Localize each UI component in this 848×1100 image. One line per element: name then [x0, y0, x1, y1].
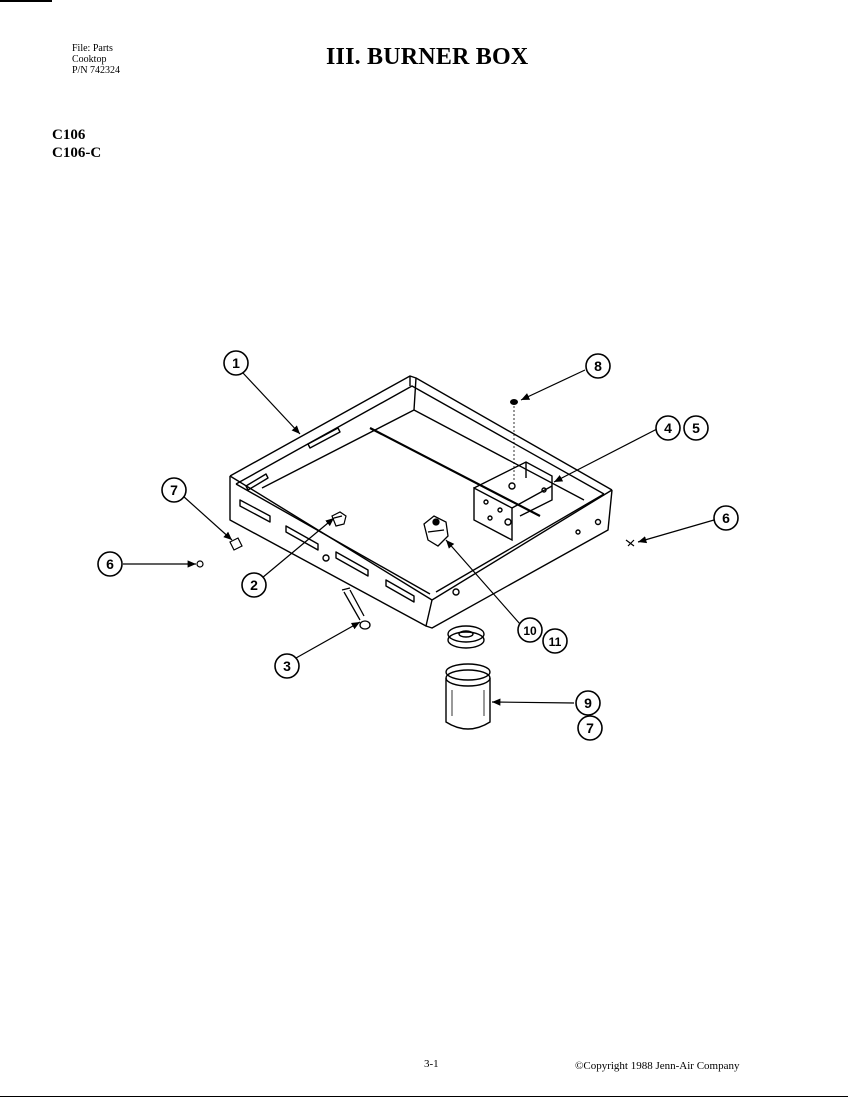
callout-4: 4 [655, 415, 681, 441]
callout-9: 9 [575, 690, 601, 716]
callout-6-right: 6 [713, 505, 739, 531]
screw-part-6-right [625, 539, 635, 547]
copyright-notice: ©Copyright 1988 Jenn-Air Company [575, 1060, 740, 1072]
file-info: File: Parts Cooktop P/N 742324 [72, 43, 120, 76]
product-line: Cooktop [72, 54, 107, 65]
svg-text:4: 4 [664, 420, 672, 436]
svg-text:7: 7 [586, 720, 594, 736]
part-number: P/N 742324 [72, 65, 121, 76]
leader-lines [123, 369, 715, 706]
callout-2: 2 [241, 572, 267, 598]
callout-11: 11 [542, 628, 568, 654]
corner-mark [0, 0, 52, 2]
clip-part-2 [331, 511, 347, 527]
svg-text:7: 7 [170, 482, 178, 498]
callout-5: 5 [683, 415, 709, 441]
model-c106-c: C106-C [52, 145, 102, 161]
burner-box-tray [229, 375, 613, 629]
svg-text:8: 8 [594, 358, 602, 374]
svg-text:9: 9 [584, 695, 592, 711]
svg-text:10: 10 [523, 624, 537, 638]
bolt-part-3 [341, 587, 371, 630]
callout-1: 1 [223, 350, 249, 376]
model-list: C106 C106-C [52, 126, 101, 162]
bottom-rule [0, 1096, 848, 1097]
model-c106: C106 [52, 127, 86, 143]
burner-cup-part-9 [445, 625, 491, 730]
svg-text:6: 6 [106, 556, 114, 572]
mounting-bracket [473, 461, 553, 542]
svg-text:2: 2 [250, 577, 258, 593]
callout-8: 8 [585, 353, 611, 379]
page-title: III. BURNER BOX [326, 44, 529, 70]
svg-text:6: 6 [722, 510, 730, 526]
bolt-8 [510, 399, 518, 480]
switch-part-10 [423, 515, 449, 547]
callout-10: 10 [517, 617, 543, 643]
svg-text:11: 11 [549, 635, 562, 649]
svg-text:5: 5 [692, 420, 700, 436]
svg-text:3: 3 [283, 658, 291, 674]
svg-text:1: 1 [232, 355, 240, 371]
callout-6-left: 6 [97, 551, 123, 577]
page-number: 3-1 [424, 1058, 439, 1070]
screw-part-7 [229, 537, 243, 551]
screw-part-6-left [196, 560, 204, 568]
callout-7-left: 7 [161, 477, 187, 503]
callout-3: 3 [274, 653, 300, 679]
callouts: 1 8 4 5 6 7 6 2 [97, 350, 739, 741]
callout-7-right: 7 [577, 715, 603, 741]
file-line: File: Parts [72, 43, 113, 54]
